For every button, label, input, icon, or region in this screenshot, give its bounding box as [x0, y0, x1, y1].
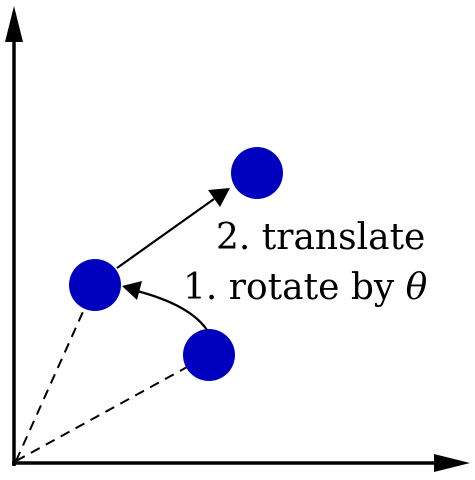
points [69, 147, 283, 381]
rotate-label-text: 1. rotate by [183, 267, 406, 308]
point-rotated [69, 259, 121, 311]
translate-label: 2. translate [216, 217, 425, 258]
rotate-arrow [122, 281, 208, 331]
theta-symbol: θ [406, 267, 428, 308]
axes [5, 6, 470, 472]
point-original [183, 329, 235, 381]
radius-line-original [15, 354, 210, 462]
translate-arrowhead-icon [208, 188, 230, 207]
translate-arrow-shaft [116, 198, 215, 269]
labels: 2. translate 1. rotate by θ [183, 217, 428, 308]
radius-lines [15, 284, 210, 462]
y-axis-arrowhead-icon [5, 6, 23, 42]
point-translated [231, 147, 283, 199]
rotate-arrow-curve [136, 289, 208, 331]
translate-arrow [116, 188, 230, 269]
radius-line-rotated [15, 284, 96, 462]
rotate-label: 1. rotate by θ [183, 267, 428, 308]
rotate-arrowhead-icon [122, 281, 142, 300]
x-axis-arrowhead-icon [434, 454, 470, 472]
